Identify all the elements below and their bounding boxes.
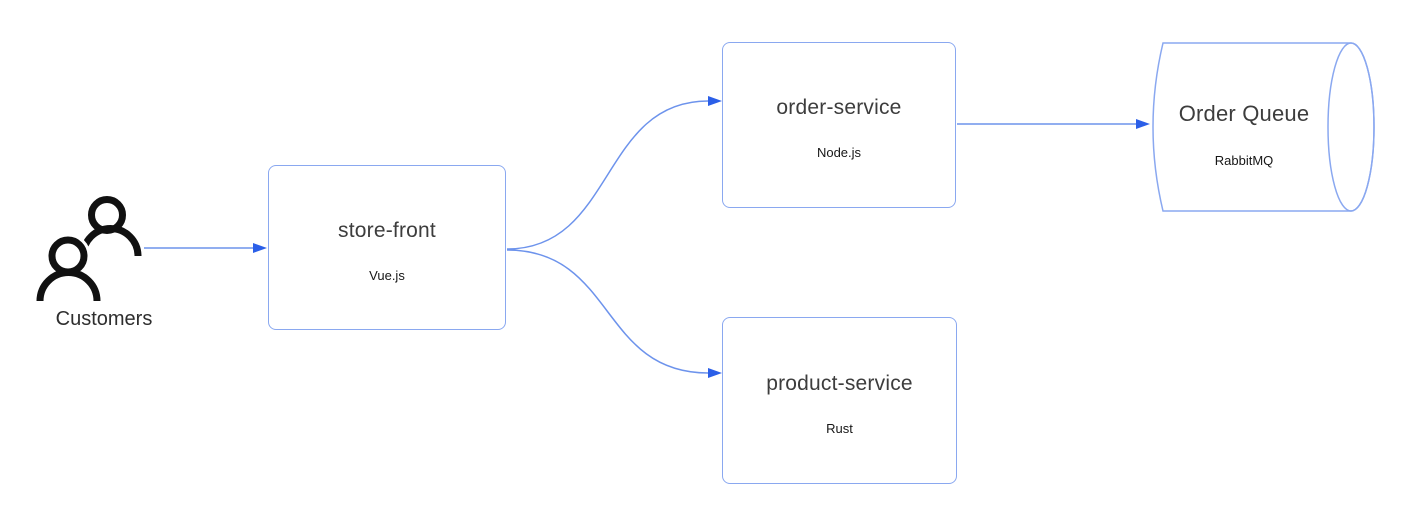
node-subtitle: Rust [826, 420, 853, 436]
cylinder-cap [1327, 42, 1375, 212]
node-title: product-service [766, 371, 913, 395]
node-order-service: order-service Node.js [722, 42, 956, 208]
order-queue-cylinder [1152, 42, 1375, 212]
node-order-queue-subtitle: RabbitMQ [1214, 153, 1274, 168]
node-subtitle: Vue.js [369, 267, 405, 283]
person-front-shoulders [36, 269, 101, 302]
node-product-service: product-service Rust [722, 317, 957, 484]
edge-store-front-to-product-service [506, 249, 722, 378]
node-store-front: store-front Vue.js [268, 165, 506, 330]
node-subtitle: Node.js [816, 145, 862, 160]
node-title: store-front [338, 218, 436, 242]
customers-icon [36, 196, 142, 302]
edge-store-front-to-order-service [506, 96, 722, 250]
customers-label: Customers [55, 308, 153, 330]
cylinder-body [1152, 42, 1375, 212]
node-order-queue-title: Order Queue [1178, 101, 1310, 126]
node-title: order-service [776, 96, 902, 119]
